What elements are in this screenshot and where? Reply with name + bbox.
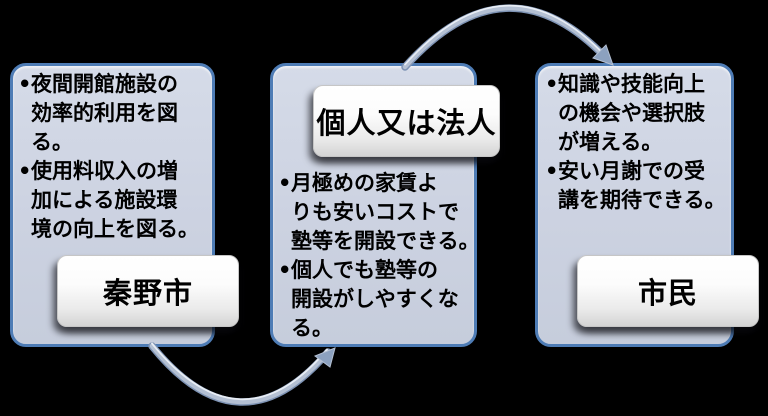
bullet-item: • 安い月謝での受 講を期待できる。 <box>545 157 726 215</box>
bullet-item: • 使用料収入の増 加による施設環 境の向上を図る。 <box>18 157 199 244</box>
box-individual-or-corporation: 個人又は法人 • 月極めの家賃よ りも安いコストで 塾等を開設できる。 • 個人… <box>270 63 500 347</box>
bullet-dot-icon: • <box>18 72 32 96</box>
bullet-text: 個人でも塾等の 開設がしやすくな る。 <box>291 258 459 340</box>
box-citizens: • 知識や技能向上 の機会や選択肢 が増える。 • 安い月謝での受 講を期待でき… <box>535 63 759 347</box>
label-text: 秦野市 <box>102 276 193 310</box>
curved-arrow-middle-to-right-icon <box>401 4 614 71</box>
label-individual-or-corporation: 個人又は法人 <box>313 85 500 157</box>
bullet-text: 月極めの家賃よ りも安いコストで 塾等を開設できる。 <box>291 171 480 253</box>
label-text: 個人又は法人 <box>316 106 497 140</box>
bullet-dot-icon: • <box>545 159 559 183</box>
bullet-dot-icon: • <box>18 159 32 183</box>
bullet-dot-icon: • <box>278 258 292 282</box>
bullet-item: • 個人でも塾等の 開設がしやすくな る。 <box>278 256 480 343</box>
label-hadano-city: 秦野市 <box>57 255 239 327</box>
bullet-dot-icon: • <box>545 72 559 96</box>
label-citizens: 市民 <box>577 255 759 327</box>
bullet-text: 夜間開館施設の 効率的利用を図 る。 <box>31 72 178 154</box>
bullet-item: • 知識や技能向上 の機会や選択肢 が増える。 <box>545 70 726 157</box>
bullet-list: • 知識や技能向上 の機会や選択肢 が増える。 • 安い月謝での受 講を期待でき… <box>545 70 726 215</box>
box-hadano-city: • 夜間開館施設の 効率的利用を図 る。 • 使用料収入の増 加による施設環 境… <box>10 63 239 347</box>
curved-arrow-left-to-middle-icon <box>148 342 336 406</box>
bullet-text: 使用料収入の増 加による施設環 境の向上を図る。 <box>31 159 199 241</box>
label-text: 市民 <box>637 276 698 310</box>
bullet-item: • 夜間開館施設の 効率的利用を図 る。 <box>18 70 199 157</box>
bullet-list: • 夜間開館施設の 効率的利用を図 る。 • 使用料収入の増 加による施設環 境… <box>18 70 199 244</box>
bullet-text: 安い月謝での受 講を期待できる。 <box>558 159 726 212</box>
bullet-item: • 月極めの家賃よ りも安いコストで 塾等を開設できる。 <box>278 169 480 256</box>
bullet-text: 知識や技能向上 の機会や選択肢 が増える。 <box>558 72 705 154</box>
bullet-list: • 月極めの家賃よ りも安いコストで 塾等を開設できる。 • 個人でも塾等の 開… <box>278 169 480 343</box>
bullet-dot-icon: • <box>278 171 292 195</box>
